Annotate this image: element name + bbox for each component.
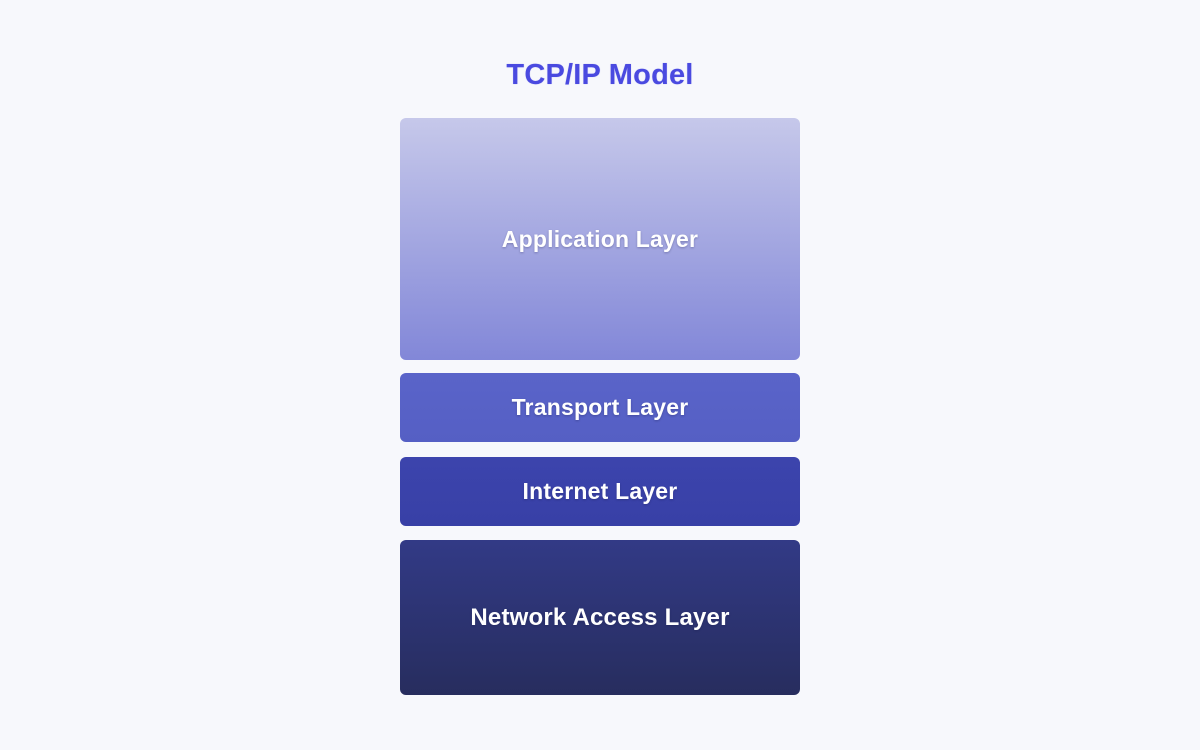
layer-label-internet: Internet Layer — [522, 478, 678, 504]
layer-box-application[interactable]: Application Layer — [400, 118, 800, 360]
layer-box-transport[interactable]: Transport Layer — [400, 373, 800, 442]
layer-box-network-access[interactable]: Network Access Layer — [400, 540, 800, 695]
layer-box-internet[interactable]: Internet Layer — [400, 457, 800, 526]
layer-label-transport: Transport Layer — [511, 394, 689, 420]
layer-label-network-access: Network Access Layer — [470, 603, 730, 631]
layer-stack: Application Layer Transport Layer Intern… — [400, 118, 800, 695]
layer-label-application: Application Layer — [501, 225, 699, 252]
diagram-title: TCP/IP Model — [506, 59, 694, 91]
